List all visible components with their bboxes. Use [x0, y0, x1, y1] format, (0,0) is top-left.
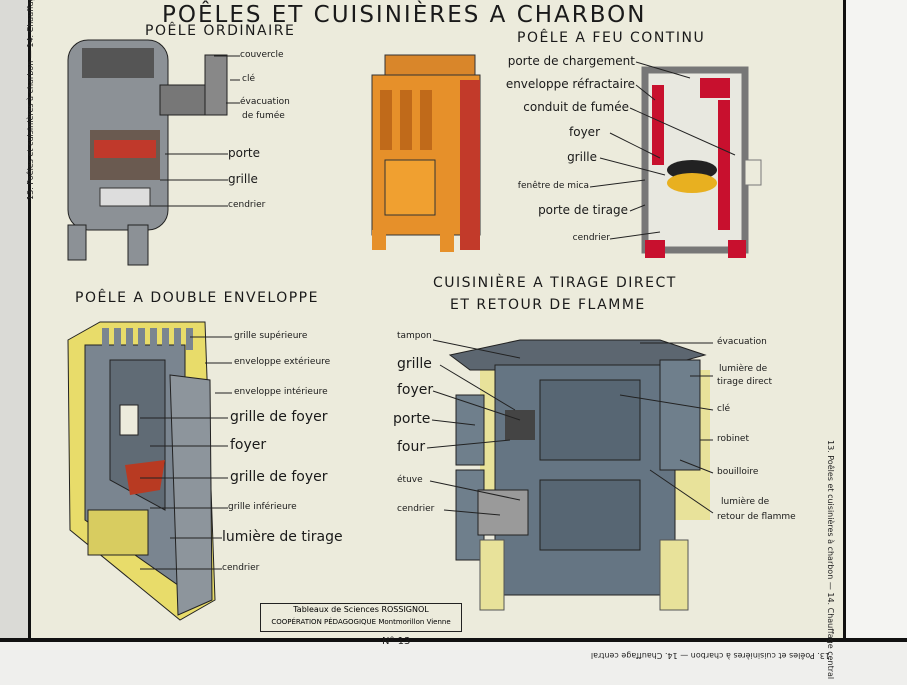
label-de-fumee: de fumée: [242, 111, 285, 121]
label-four: four: [397, 439, 426, 455]
cuisiniere-drawing: [426, 339, 714, 611]
margin-text-bottom: 13. Poêles et cuisinières à charbon — 14…: [590, 651, 830, 660]
label-conduit-fumee: conduit de fumée: [523, 100, 629, 114]
poele-double-enveloppe-drawing: [67, 321, 232, 621]
left-margin-strip: [0, 0, 28, 681]
label-fenetre-mica: fenêtre de mica: [517, 181, 589, 191]
publisher-line-1: Tableaux de Sciences ROSSIGNOL: [293, 605, 429, 614]
label-foyer-c: foyer: [397, 382, 434, 398]
poele-feu-continu-section: [589, 61, 762, 258]
label-etuve: étuve: [397, 475, 423, 485]
label-porte: porte: [228, 146, 260, 160]
publisher-line-2: COOPÉRATION PÉDAGOGIQUE Montmorillon Vie…: [271, 618, 451, 626]
label-grille-de-foyer: grille de foyer: [230, 409, 328, 425]
label-couvercle: couvercle: [240, 50, 284, 60]
label-grille-de-foyer-2: grille de foyer: [230, 469, 328, 485]
label-grille-superieure: grille supérieure: [234, 331, 308, 341]
margin-text-left: 13. Poêles et cuisinières à charbon — 14…: [26, 0, 35, 200]
label-evacuation: évacuation: [240, 97, 290, 107]
label-cendrier-fc: cendrier: [572, 233, 610, 243]
label-porte-chargement: porte de chargement: [507, 54, 635, 68]
double-enveloppe-title: POÊLE A DOUBLE ENVELOPPE: [75, 290, 319, 306]
label-lumiere-tirage: lumière de tirage: [222, 529, 343, 545]
feu-continu-title: POÊLE A FEU CONTINU: [517, 30, 706, 46]
cuisiniere-title-2: ET RETOUR DE FLAMME: [450, 297, 646, 313]
right-margin-strip: [843, 0, 907, 681]
label-grille-fc: grille: [567, 150, 597, 164]
label-enveloppe-exterieure: enveloppe extérieure: [234, 357, 331, 367]
publisher-box: Tableaux de Sciences ROSSIGNOL COOPÉRATI…: [260, 603, 462, 632]
label-robinet: robinet: [717, 434, 749, 444]
label-porte-c: porte: [393, 411, 431, 427]
label-tampon: tampon: [397, 331, 432, 341]
poster-title: POÊLES ET CUISINIÈRES A CHARBON: [162, 2, 647, 28]
label-bouilloire: bouilloire: [717, 467, 759, 477]
label-enveloppe-refractaire: enveloppe réfractaire: [505, 77, 635, 91]
label-tirage-direct: tirage direct: [717, 377, 773, 387]
label-cendrier: cendrier: [228, 200, 266, 210]
label-foyer-de: foyer: [230, 437, 267, 453]
label-evacuation-c: évacuation: [717, 337, 767, 347]
label-grille-c: grille: [397, 356, 432, 372]
label-grille: grille: [228, 172, 258, 186]
label-enveloppe-interieure: enveloppe intérieure: [234, 387, 328, 397]
label-grille-inferieure: grille inférieure: [228, 502, 297, 512]
label-lumiere-de-1: lumière de: [719, 364, 768, 374]
bottom-band: [0, 638, 907, 685]
label-cle-c: clé: [717, 404, 730, 414]
poele-ordinaire-drawing: [67, 39, 240, 266]
label-cendrier-de: cendrier: [222, 563, 260, 573]
label-cle: clé: [242, 74, 255, 84]
label-retour-flamme: retour de flamme: [717, 512, 796, 522]
label-porte-tirage: porte de tirage: [538, 203, 628, 217]
label-foyer: foyer: [569, 125, 600, 139]
label-lumiere-de-2: lumière de: [721, 497, 770, 507]
label-cendrier-c: cendrier: [397, 504, 435, 514]
poele-feu-continu-exterior: [371, 54, 481, 252]
margin-text-right: 13. Poêles et cuisinières à charbon — 14…: [826, 440, 835, 680]
plate-number: N° 13: [382, 636, 411, 647]
poele-ordinaire-title: POÊLE ORDINAIRE: [145, 23, 296, 39]
cuisiniere-title-1: CUISINIÈRE A TIRAGE DIRECT: [433, 275, 677, 291]
